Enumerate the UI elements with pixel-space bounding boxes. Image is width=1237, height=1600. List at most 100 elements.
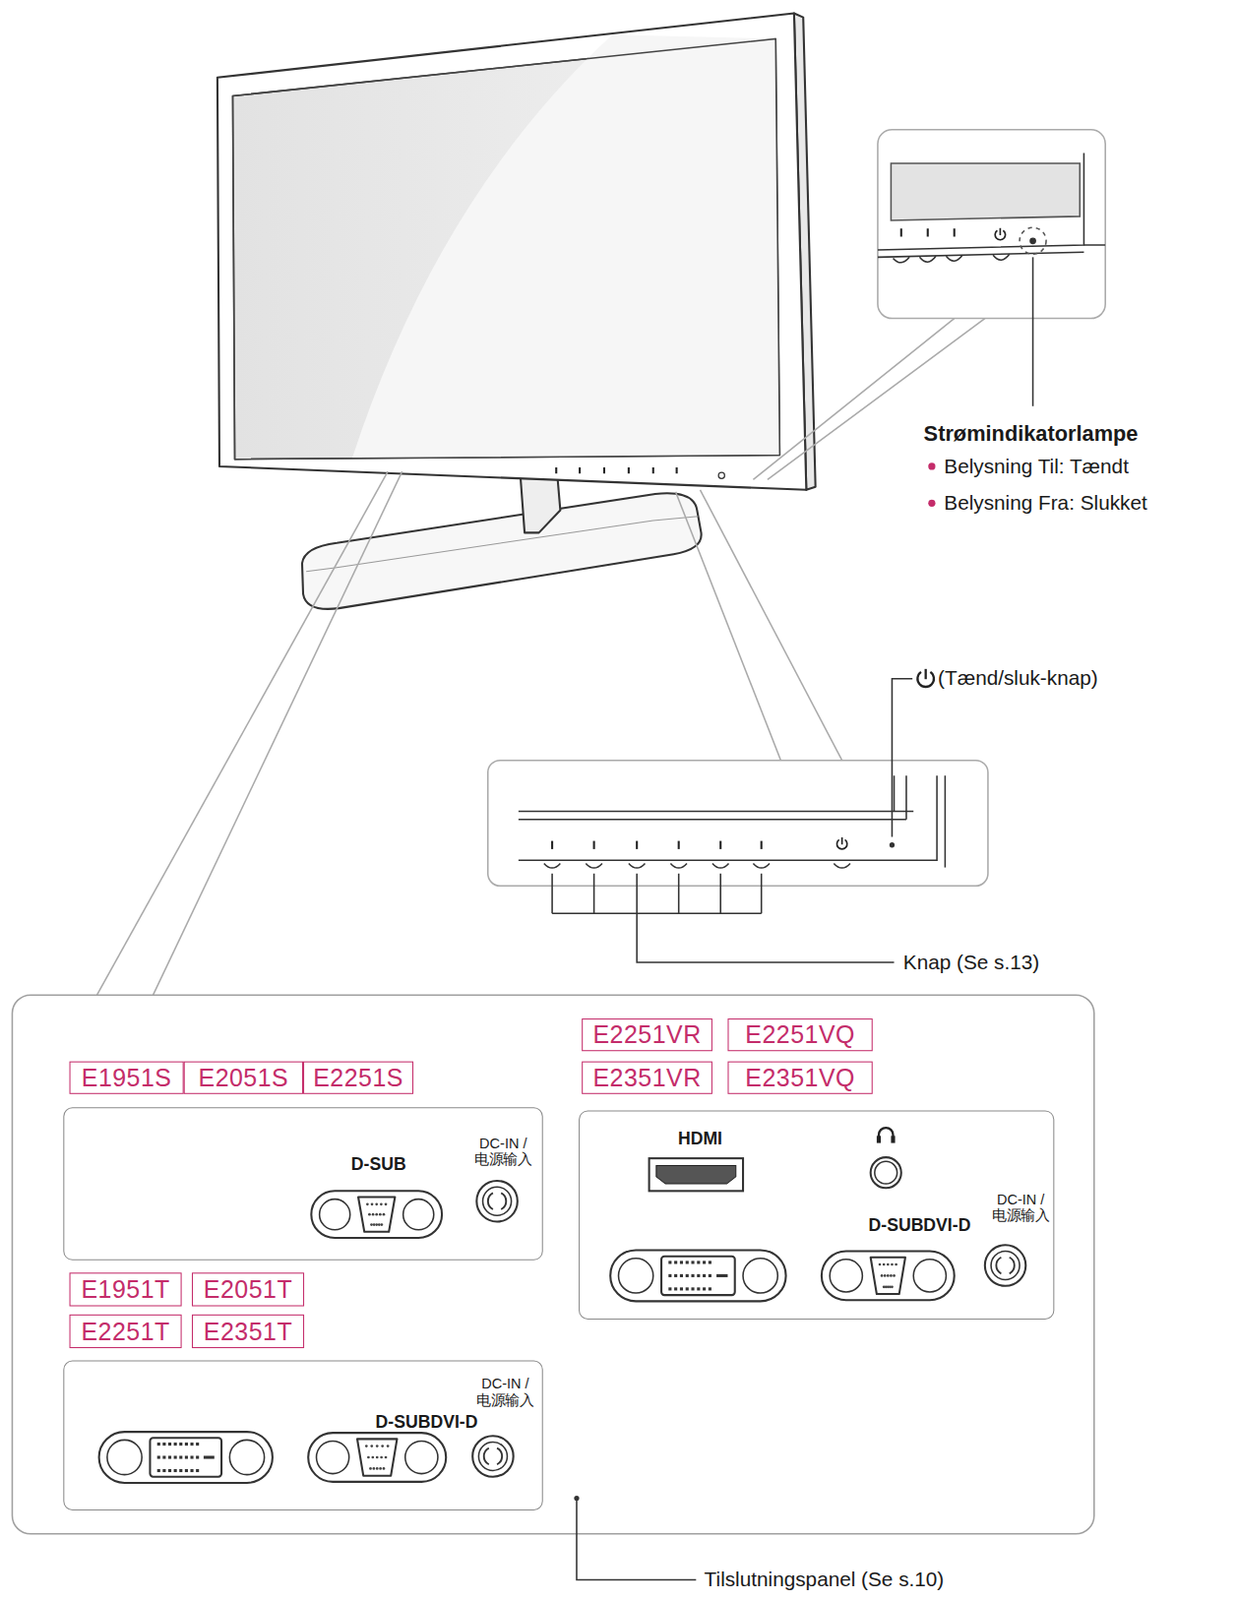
- vga-port: [821, 1251, 955, 1301]
- bullet: [927, 499, 935, 507]
- dvi-port: [168, 1442, 172, 1446]
- vga-port: [379, 1202, 383, 1206]
- vga-port: [382, 1467, 386, 1471]
- port-label: DC-IN / 电源输入: [471, 1134, 535, 1168]
- dvi-port: [685, 1274, 689, 1278]
- dvi-port: [680, 1260, 683, 1264]
- dvi-port: [610, 1249, 786, 1301]
- port-label: D-SUBDVI-D: [375, 1413, 479, 1433]
- dc-in-jack: [484, 1448, 502, 1466]
- hdmi-port: [656, 1165, 737, 1184]
- vga-port: [378, 1467, 382, 1471]
- vga-port: [375, 1467, 379, 1471]
- vga-port: [375, 1456, 379, 1460]
- monitor-illustration: [302, 493, 702, 610]
- dvi-port: [708, 1260, 712, 1264]
- dc-in-jack: [488, 1192, 506, 1210]
- inset-leader: [676, 492, 782, 761]
- hdmi-port: [649, 1158, 743, 1191]
- vga-port: [371, 1202, 374, 1206]
- connection-panel-leader: [576, 1500, 696, 1581]
- dc-in-jack: [476, 1180, 517, 1222]
- power-symbols: [836, 228, 1005, 850]
- dvi-port: [696, 1274, 700, 1278]
- vga-port: [369, 1467, 372, 1471]
- indicator-inset-art: [900, 228, 903, 237]
- dvi-port: [702, 1260, 706, 1264]
- headphone-symbol: [874, 1161, 898, 1184]
- power-symbol: [925, 669, 928, 680]
- model-tag: E2351VQ: [727, 1061, 872, 1095]
- monitor-illustration: [352, 34, 781, 458]
- vga-port: [886, 1274, 890, 1278]
- status-note: Belysning Til: Tændt: [943, 454, 1129, 479]
- model-tag: E2251VR: [581, 1018, 713, 1052]
- model-name: E2251S: [312, 1063, 404, 1093]
- vga-port: [319, 1199, 351, 1231]
- port-label: DC-IN / 电源输入: [989, 1190, 1052, 1224]
- dvi-port: [195, 1469, 199, 1473]
- dvi-port: [174, 1455, 178, 1459]
- vga-port: [371, 1456, 374, 1460]
- vga-port: [372, 1223, 376, 1227]
- vga-port: [310, 1190, 442, 1238]
- model-name: E2351VR: [592, 1063, 701, 1093]
- status-note: Belysning Fra: Slukket: [943, 491, 1147, 515]
- button-inset: [488, 760, 989, 887]
- button-inset-art: [944, 775, 947, 867]
- dvi-port: [179, 1455, 183, 1459]
- model-tag: E2251VQ: [727, 1018, 872, 1052]
- monitor-illustration: [627, 467, 630, 474]
- vga-port: [870, 1257, 906, 1295]
- headphone-symbol: [870, 1157, 902, 1188]
- vga-port: [380, 1444, 384, 1448]
- dvi-port: [618, 1258, 654, 1294]
- dvi-port: [157, 1455, 161, 1459]
- inset-leader: [153, 471, 403, 995]
- power-symbol: [841, 837, 844, 845]
- button-bracket: [552, 873, 894, 963]
- vga-port: [913, 1259, 946, 1293]
- part-name: Strømindikatorlampe: [924, 421, 1139, 446]
- dvi-port: [203, 1455, 215, 1459]
- vga-port: [308, 1432, 446, 1483]
- inset-leader: [97, 318, 986, 996]
- vga-port: [375, 1444, 379, 1448]
- monitor-illustration: [555, 467, 557, 474]
- bullet: [927, 462, 935, 470]
- dvi-port: [149, 1437, 222, 1477]
- vga-port: [386, 1444, 390, 1448]
- vga-port: [890, 1263, 894, 1267]
- dvi-port: [189, 1455, 193, 1459]
- vga-port: [882, 1263, 886, 1267]
- power-leader: [891, 679, 913, 838]
- vga-port: [380, 1223, 384, 1227]
- dvi-port: [189, 1442, 193, 1446]
- vga-port: [367, 1456, 371, 1460]
- dvi-port: [685, 1287, 689, 1291]
- dvi-port: [229, 1439, 264, 1475]
- dvi-port: [674, 1287, 678, 1291]
- dvi-port: [185, 1455, 188, 1459]
- model-tag: E2351VR: [581, 1061, 713, 1095]
- dvi-port: [668, 1260, 672, 1264]
- vga-port: [316, 1440, 350, 1474]
- dvi-port: [680, 1287, 683, 1291]
- monitor-illustration: [652, 467, 655, 474]
- vga-port: [384, 1456, 388, 1460]
- dvi-port: [162, 1469, 166, 1473]
- dc-in-jack: [990, 1251, 1020, 1281]
- vga-port: [889, 1274, 893, 1278]
- dvi-port: [168, 1455, 172, 1459]
- indicator-inset-art: [1019, 227, 1047, 254]
- vga-port: [379, 1456, 383, 1460]
- dvi-port: [174, 1469, 178, 1473]
- monitor-illustration: [603, 467, 606, 474]
- port-label: D-SUB: [351, 1154, 407, 1175]
- button-inset-art: [552, 841, 762, 850]
- dvi-port: [185, 1469, 188, 1473]
- model-name: E2251VR: [592, 1020, 701, 1050]
- dvi-port: [174, 1442, 178, 1446]
- vga-port: [384, 1202, 388, 1206]
- monitor-illustration: [718, 472, 725, 479]
